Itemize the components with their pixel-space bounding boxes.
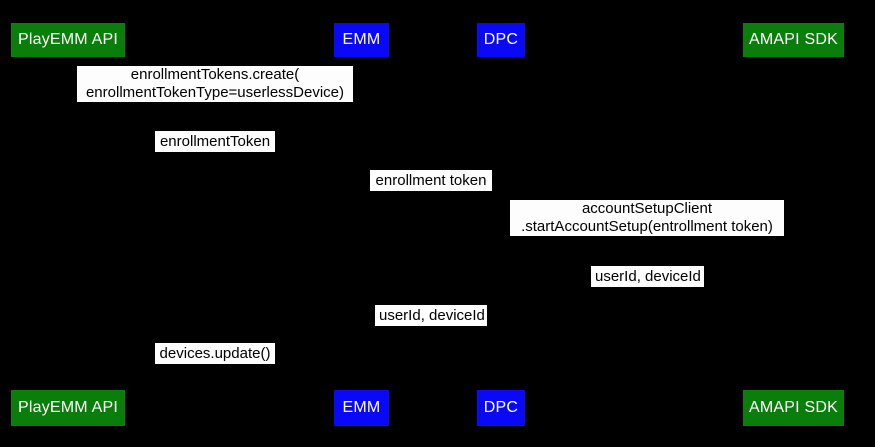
actor-label: EMM (342, 399, 381, 416)
message-line: userId, deviceId (379, 307, 485, 324)
message-line: userId, deviceId (595, 268, 701, 285)
message-enrollment-tokens-create: enrollmentTokens.create( enrollmentToken… (77, 66, 353, 102)
message-devices-update: devices.update() (155, 343, 275, 364)
message-line: devices.update() (159, 345, 271, 362)
actor-label: PlayEMM API (17, 31, 118, 48)
actor-bottom-dpc: DPC (477, 390, 525, 426)
message-line: enrollment token (375, 172, 487, 189)
actor-label: EMM (342, 31, 381, 48)
message-line: enrollmentTokenType=userlessDevice) (85, 84, 345, 101)
actor-bottom-playemm-api: PlayEMM API (11, 390, 125, 426)
message-line: enrollmentTokens.create( (130, 66, 300, 83)
actor-label: AMAPI SDK (749, 399, 838, 416)
actor-bottom-amapi-sdk: AMAPI SDK (743, 390, 844, 426)
message-userid-deviceid-1: userId, deviceId (591, 266, 704, 287)
message-line: accountSetupClient (581, 200, 713, 217)
actor-top-emm: EMM (334, 23, 389, 57)
actor-top-playemm-api: PlayEMM API (11, 23, 125, 57)
message-line: .startAccountSetup(entrollment token) (521, 218, 773, 235)
actor-top-amapi-sdk: AMAPI SDK (743, 23, 844, 57)
message-account-setup-client: accountSetupClient .startAccountSetup(en… (510, 200, 784, 236)
message-line: enrollmentToken (159, 133, 271, 150)
actor-label: AMAPI SDK (749, 31, 838, 48)
actor-label: DPC (483, 31, 519, 48)
actor-top-dpc: DPC (477, 23, 525, 57)
message-enrollment-token-forward: enrollment token (370, 170, 492, 191)
actor-label: PlayEMM API (17, 399, 118, 416)
actor-label: DPC (483, 399, 519, 416)
message-enrollment-token-return: enrollmentToken (155, 131, 275, 152)
actor-bottom-emm: EMM (334, 390, 389, 426)
message-userid-deviceid-2: userId, deviceId (375, 305, 487, 326)
